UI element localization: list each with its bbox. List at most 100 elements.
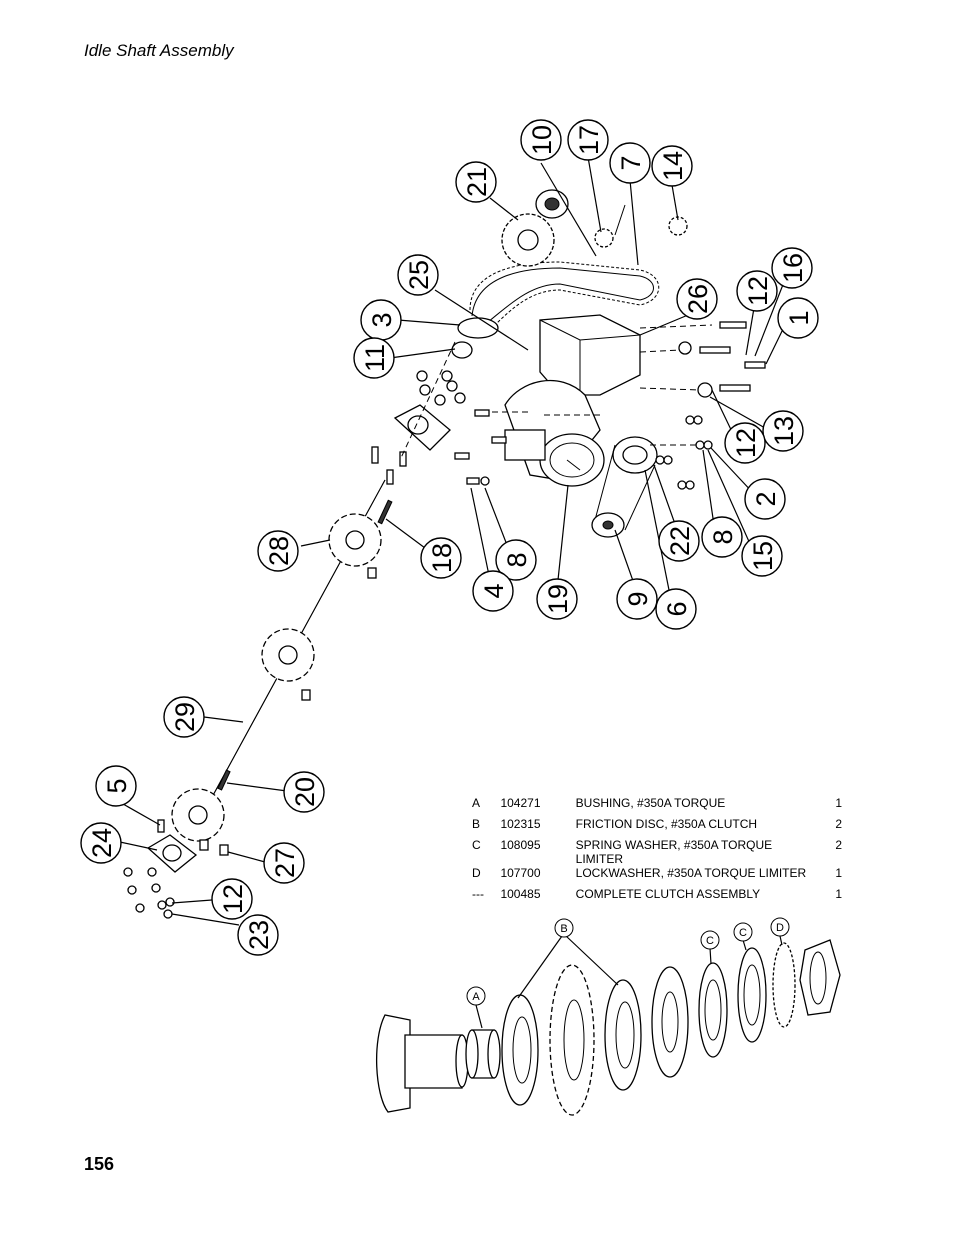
svg-text:26: 26: [683, 284, 713, 314]
callout-8-right: 8: [701, 516, 743, 558]
svg-text:5: 5: [102, 778, 132, 793]
svg-text:27: 27: [270, 848, 300, 878]
callout-29: 29: [163, 696, 205, 738]
table-row: B 102315 FRICTION DISC, #350A CLUTCH 2: [472, 817, 842, 838]
callout-23: 23: [237, 914, 279, 956]
clutch-label-a: A: [466, 986, 486, 1006]
callout-12-mid: 12: [724, 422, 766, 464]
svg-text:21: 21: [462, 167, 492, 197]
svg-text:C: C: [739, 927, 747, 939]
svg-text:A: A: [472, 991, 480, 1003]
clutch-label-b: B: [554, 918, 574, 938]
callout-28: 28: [257, 530, 299, 572]
row-quantity: 2: [835, 817, 842, 831]
callout-8-left: 8: [495, 539, 537, 581]
svg-text:19: 19: [543, 584, 573, 614]
callout-25: 25: [397, 254, 439, 296]
svg-text:D: D: [776, 922, 784, 934]
callout-27: 27: [263, 842, 305, 884]
svg-text:17: 17: [574, 125, 604, 155]
svg-text:10: 10: [527, 125, 557, 155]
callout-3: 3: [360, 299, 402, 341]
svg-text:8: 8: [708, 529, 738, 544]
callout-14: 14: [651, 145, 693, 187]
callout-5: 5: [95, 765, 137, 807]
svg-text:12: 12: [218, 884, 248, 914]
svg-text:14: 14: [658, 151, 688, 181]
table-row: D 107700 LOCKWASHER, #350A TORQUE LIMITE…: [472, 866, 842, 887]
svg-text:16: 16: [778, 253, 808, 283]
svg-text:4: 4: [479, 583, 509, 598]
callout-7: 7: [609, 142, 651, 184]
callout-18: 18: [420, 537, 462, 579]
clutch-parts-table: A 104271 BUSHING, #350A TORQUE 1 B 10231…: [472, 796, 842, 908]
callout-bubbles: 10 17 7 14 21 25 26 16 12 1 3 11 13 12 2…: [80, 119, 819, 956]
gearbox-motor-drawing: [371, 314, 766, 538]
svg-text:22: 22: [665, 526, 695, 556]
svg-text:12: 12: [743, 276, 773, 306]
idle-shaft-drawing: [123, 479, 393, 919]
callout-1: 1: [777, 297, 819, 339]
row-key: B: [472, 817, 481, 831]
row-quantity: 2: [835, 838, 842, 852]
callout-9: 9: [616, 578, 658, 620]
row-key: A: [472, 796, 481, 810]
callout-2: 2: [744, 478, 786, 520]
row-description: COMPLETE CLUTCH ASSEMBLY: [575, 887, 761, 901]
row-quantity: 1: [835, 796, 842, 810]
row-description: LOCKWASHER, #350A TORQUE LIMITER: [575, 866, 807, 880]
callout-26: 26: [676, 278, 718, 320]
svg-text:3: 3: [367, 312, 397, 327]
svg-text:12: 12: [731, 428, 761, 458]
callout-12-top: 12: [736, 270, 778, 312]
callout-21: 21: [455, 161, 497, 203]
svg-text:7: 7: [616, 155, 646, 170]
callout-19: 19: [536, 578, 578, 620]
row-key: D: [472, 866, 481, 880]
svg-text:29: 29: [170, 702, 200, 732]
svg-text:9: 9: [623, 591, 653, 606]
row-part-number: 102315: [500, 817, 541, 831]
clutch-label-c2: C: [733, 922, 753, 942]
svg-text:15: 15: [748, 541, 778, 571]
row-description: SPRING WASHER, #350A TORQUE LIMITER: [575, 838, 773, 866]
svg-text:24: 24: [87, 828, 117, 858]
callout-22: 22: [658, 520, 700, 562]
svg-text:20: 20: [290, 777, 320, 807]
clutch-exploded-drawing: A B C C D: [375, 917, 841, 1116]
row-quantity: 1: [835, 887, 842, 901]
svg-text:8: 8: [502, 552, 532, 567]
callout-12-bottom: 12: [211, 878, 253, 920]
row-description: BUSHING, #350A TORQUE: [575, 796, 726, 810]
svg-text:1: 1: [784, 310, 814, 325]
page-title: Idle Shaft Assembly: [84, 41, 234, 60]
row-part-number: 104271: [500, 796, 541, 810]
callout-24: 24: [80, 822, 122, 864]
svg-text:25: 25: [404, 260, 434, 290]
callout-17: 17: [567, 119, 609, 161]
callout-20: 20: [283, 771, 325, 813]
table-row: A 104271 BUSHING, #350A TORQUE 1: [472, 796, 842, 817]
row-part-number: 108095: [500, 838, 541, 852]
svg-text:18: 18: [427, 543, 457, 573]
svg-text:2: 2: [751, 491, 781, 506]
svg-text:6: 6: [662, 601, 692, 616]
callout-16: 16: [771, 247, 813, 289]
row-description: FRICTION DISC, #350A CLUTCH: [575, 817, 758, 831]
callout-4: 4: [472, 570, 514, 612]
callout-10: 10: [520, 119, 562, 161]
chain-drive-drawing: [451, 189, 688, 359]
row-quantity: 1: [835, 866, 842, 880]
row-key: C: [472, 838, 481, 852]
callout-6: 6: [655, 588, 697, 630]
row-key: ---: [472, 887, 484, 901]
svg-text:B: B: [560, 923, 567, 935]
table-row: --- 100485 COMPLETE CLUTCH ASSEMBLY 1: [472, 887, 842, 908]
row-part-number: 107700: [500, 866, 541, 880]
clutch-label-d: D: [770, 917, 790, 937]
svg-text:23: 23: [244, 920, 274, 950]
callout-15: 15: [741, 535, 783, 577]
table-row: C 108095 SPRING WASHER, #350A TORQUE LIM…: [472, 838, 842, 866]
page-number: 156: [84, 1154, 115, 1174]
